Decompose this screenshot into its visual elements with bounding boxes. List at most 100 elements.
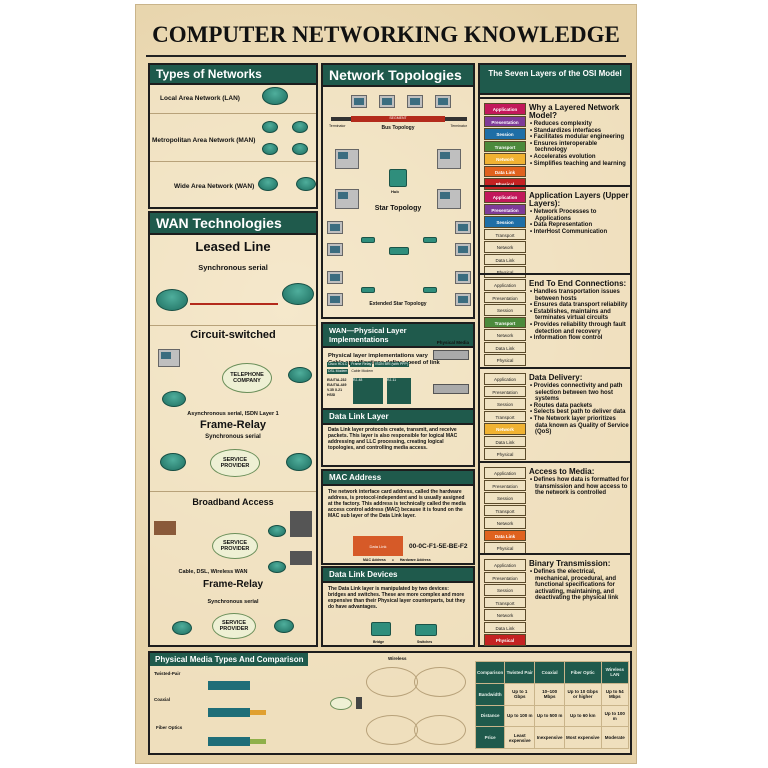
table-cell: Least expensive: [504, 726, 536, 749]
divider: [150, 113, 316, 114]
circuit-switched-subtitle: Asynchronous serial, ISDN Layer 1: [187, 411, 279, 417]
osi-block-title: Access to Media:: [529, 467, 595, 476]
osi-layer-session: Session: [484, 398, 526, 410]
osi-block-title: Binary Transmission:: [529, 559, 611, 568]
service-provider-cloud: SERVICE PROVIDER: [212, 533, 258, 559]
table-cell: Up to 60 km: [563, 704, 602, 728]
switches-label: Switches: [417, 640, 433, 644]
osi-block-list: Provides connectivity and path selection…: [529, 383, 629, 436]
bridge-label: Bridge: [373, 640, 385, 644]
mac-address-value: 00-0C-F1-5E-BE-F2: [409, 543, 468, 550]
computer-icon: [455, 271, 471, 284]
data-link-devices-panel: Data Link Devices The Data Link layer is…: [321, 566, 475, 647]
list-item: The Network layer prioritizes data known…: [529, 416, 629, 436]
physical-media-label: Physical Media: [436, 340, 469, 345]
panel-heading: WAN Technologies: [150, 213, 316, 235]
switch-icon: [415, 624, 437, 636]
list-item: Routes data packets: [529, 403, 629, 410]
osi-block-text: Why a Layered Network Model?Reduces comp…: [529, 104, 629, 167]
router-icon: [268, 561, 286, 573]
frame-relay-subtitle-2: Synchronous serial: [207, 599, 259, 605]
switch-icon: [423, 287, 437, 293]
osi-layer-data-link: Data Link: [484, 165, 526, 177]
extended-star-label: Extended Star Topology: [369, 301, 427, 307]
bridge-icon: [371, 622, 391, 636]
data-link-layer-heading: Data Link Layer: [323, 410, 473, 425]
computer-icon: [437, 149, 461, 169]
osi-layer-presentation: Presentation: [484, 385, 526, 397]
mac-label: MAC Address: [363, 558, 386, 562]
osi-block-list: Handles transportation issues between ho…: [529, 289, 629, 342]
osi-layer-presentation: Presentation: [484, 291, 526, 303]
osi-layer-physical: Physical: [484, 178, 526, 190]
lan-label: Local Area Network (LAN): [160, 95, 240, 102]
table-cell: Most expensive: [563, 726, 602, 749]
osi-layer-physical: Physical: [484, 542, 526, 554]
osi-block-text: Data Delivery:Provides connectivity and …: [529, 374, 629, 436]
osi-layer-network: Network: [484, 153, 526, 165]
computer-icon: [327, 243, 343, 256]
osi-block-list: Network Processes to ApplicationsData Re…: [529, 209, 629, 235]
physical-media-panel: Physical Media Types And Comparison Twis…: [148, 651, 632, 755]
osi-layer-presentation: Presentation: [484, 203, 526, 215]
osi-block-text: Application Layers (Upper Layers):Networ…: [529, 192, 629, 235]
osi-layer-data-link: Data Link: [484, 253, 526, 265]
computer-icon: [455, 221, 471, 234]
osi-layer-transport: Transport: [484, 410, 526, 422]
header-cell: Coaxial: [534, 661, 565, 684]
computer-icon: [435, 95, 451, 108]
computer-icon: [407, 95, 423, 108]
list-item: Provides reliability through fault detec…: [529, 322, 629, 335]
data-link-devices-text: The Data Link layer is manipulated by tw…: [328, 586, 466, 610]
circuit-switched-title: Circuit-switched: [190, 329, 276, 341]
panel-heading: MAC Address: [323, 471, 473, 486]
osi-layer-application: Application: [484, 103, 526, 115]
osi-layer-application: Application: [484, 559, 526, 571]
internet-cloud: [330, 697, 352, 710]
osi-layer-application: Application: [484, 191, 526, 203]
osi-layer-physical: Physical: [484, 266, 526, 278]
router-icon: [262, 121, 278, 133]
bullet: Physical layer implementations vary: [328, 353, 428, 359]
osi-block-title: Application Layers (Upper Layers):: [529, 191, 629, 208]
header-cell: Twisted Pair: [504, 661, 536, 684]
hub-label: Hub: [391, 189, 399, 194]
list-item: Selects best path to deliver data: [529, 409, 629, 416]
hub-icon: [389, 169, 407, 187]
list-item: Network Processes to Applications: [529, 209, 629, 222]
computer-icon: [455, 293, 471, 306]
osi-block-title: Why a Layered Network Model?: [529, 103, 620, 120]
data-link-box: Data Link: [353, 536, 403, 556]
osi-layer-presentation: Presentation: [484, 571, 526, 583]
router-icon: [262, 143, 278, 155]
segment-label: SEGMENT: [351, 116, 445, 122]
osi-layer-presentation: Presentation: [484, 479, 526, 491]
twisted-pair-label: Twisted-Pair: [154, 671, 181, 676]
house-icon: [154, 521, 176, 535]
equals-sign: =: [391, 558, 394, 562]
table-cell: Up to 100 m: [600, 704, 630, 728]
router-icon: [160, 453, 186, 471]
service-provider-cloud: SERVICE PROVIDER: [210, 449, 260, 477]
man-label: Metropolitan Area Network (MAN): [152, 137, 256, 144]
table-cell: Up to 500 m: [534, 704, 565, 728]
router-icon: [172, 621, 192, 635]
broadband-access-title: Broadband Access: [192, 497, 274, 507]
impl-box: Cable Modem: [351, 369, 374, 373]
switch-icon: [423, 237, 437, 243]
osi-layer-physical: Physical: [484, 448, 526, 460]
osi-layer-transport: Transport: [484, 504, 526, 516]
panel-heading: Network Topologies: [323, 65, 473, 87]
frame-relay-title-2: Frame-Relay: [202, 579, 264, 590]
list-item: Facilitates modular engineering: [529, 134, 629, 141]
specs-label: EIA/TIA-232 EIA/TIA-449 V.35 X.21 HSSI: [327, 378, 347, 397]
